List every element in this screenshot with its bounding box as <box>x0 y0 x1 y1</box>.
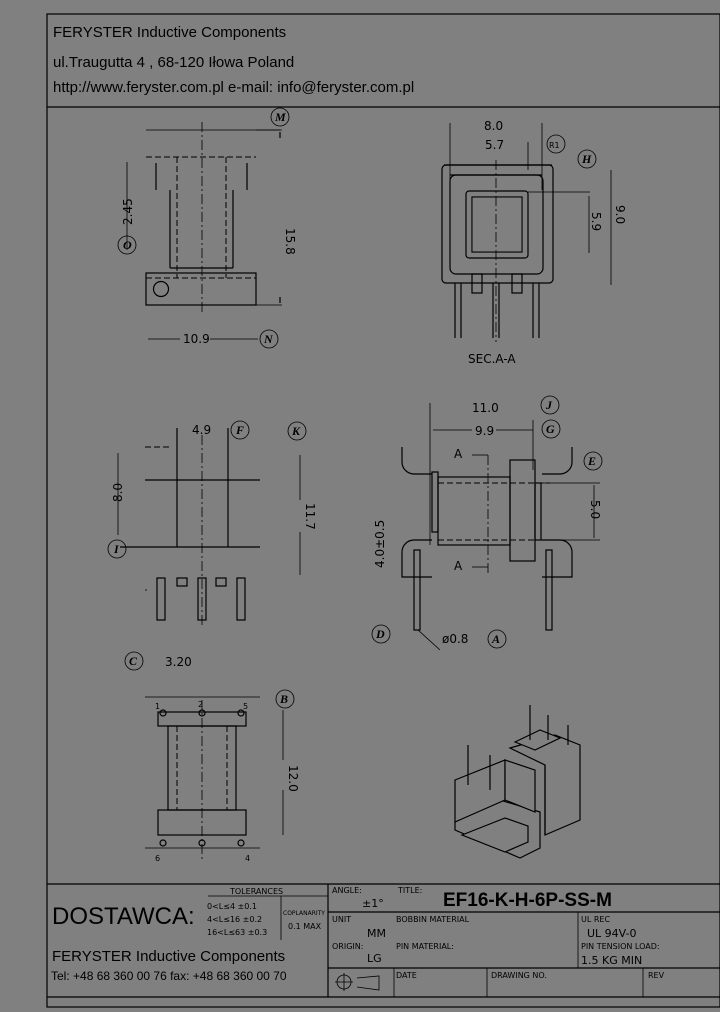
dim-10-9: 10.9 <box>183 332 210 346</box>
header-contact: http://www.feryster.com.pl e-mail: info@… <box>53 79 414 96</box>
coplanarity-value: 0.1 MAX <box>288 922 322 931</box>
pin-label-3: 5 <box>243 702 248 711</box>
header-company: FERYSTER Inductive Components <box>53 24 286 41</box>
callout-k: K <box>291 424 301 438</box>
header-address: ul.Traugutta 4 , 68-120 Iłowa Poland <box>53 54 294 71</box>
drawing-title: EF16-K-H-6P-SS-M <box>443 890 612 911</box>
dim-15-8: 15.8 <box>283 228 297 255</box>
pin-label-1: 1 <box>155 702 160 711</box>
dim-3-20: 3.20 <box>165 655 192 669</box>
title-label: TITLE: <box>397 886 422 895</box>
dim-12-0: 12.0 <box>286 765 300 792</box>
title-block-company: FERYSTER Inductive Components <box>52 948 285 965</box>
section-label: SEC.A-A <box>468 352 516 366</box>
dim-pin-diameter: ø0.8 <box>442 632 468 646</box>
pin-label-4: 4 <box>245 854 250 863</box>
angle-label: ANGLE: <box>332 886 362 895</box>
callout-d: D <box>375 627 385 641</box>
origin-label: ORIGIN: <box>332 942 363 951</box>
callout-j: J <box>545 398 553 412</box>
dim-4-0: 4.0±0.5 <box>373 520 387 568</box>
pin-tension-label: PIN TENSION LOAD: <box>581 942 660 951</box>
callout-i: I <box>113 542 120 556</box>
supplier-label: DOSTAWCA: <box>52 903 195 930</box>
title-block <box>47 883 720 998</box>
callout-g: G <box>546 422 555 436</box>
side-view-right <box>401 403 600 651</box>
isometric-view <box>454 705 581 859</box>
pin-label-6: 6 <box>155 854 160 863</box>
tolerance-1: 0<L≤4 ±0.1 <box>207 902 257 911</box>
drawing-no-label: DRAWING NO. <box>491 971 547 980</box>
dim-top-width: 8.0 <box>484 119 503 133</box>
unit-label: UNIT <box>332 915 351 924</box>
callout-o: O <box>123 238 132 252</box>
callout-h1: R1 <box>549 141 560 150</box>
callout-h: H <box>581 152 592 166</box>
bobbin-material-label: BOBBIN MATERIAL <box>396 915 470 924</box>
dim-9-9: 9.9 <box>475 424 494 438</box>
dim-11-7: 11.7 <box>303 503 317 530</box>
dim-5-0: 5.0 <box>588 500 602 519</box>
coplanarity-label: COPLANARITY <box>283 910 325 917</box>
bottom-view <box>145 696 284 860</box>
sheet-border <box>46 13 720 1008</box>
title-block-phone: Tel: +48 68 360 00 76 fax: +48 68 360 00… <box>51 969 287 983</box>
callout-n: N <box>263 332 274 346</box>
pin-material-label: PIN MATERIAL: <box>396 942 454 951</box>
callout-b: B <box>279 692 288 706</box>
rev-label: REV <box>648 971 665 980</box>
callout-m: M <box>274 110 286 124</box>
dim-8-0: 8.0 <box>111 483 125 502</box>
pin-label-2: 2 <box>198 700 203 709</box>
angle-value: ±1° <box>362 897 384 910</box>
ul-rec-value: UL 94V-0 <box>587 927 637 940</box>
date-label: DATE <box>396 971 417 980</box>
tolerance-2: 4<L≤16 ±0.2 <box>207 915 262 924</box>
dim-11-0: 11.0 <box>472 401 499 415</box>
side-view-top-left <box>126 122 282 340</box>
callout-f: F <box>235 423 244 437</box>
callout-c: C <box>129 654 138 668</box>
dim-2-45: 2.45 <box>121 198 135 225</box>
pin-tension-value: 1.5 KG MIN <box>581 954 642 967</box>
origin-value: LG <box>367 952 382 965</box>
front-view <box>117 428 301 625</box>
dim-9-0: 9.0 <box>613 205 627 224</box>
tolerance-3: 16<L≤63 ±0.3 <box>207 928 267 937</box>
dim-4-9: 4.9 <box>192 423 211 437</box>
tolerances-label: TOLERANCES <box>229 887 283 896</box>
unit-value: MM <box>367 927 386 940</box>
callout-e: E <box>587 454 596 468</box>
section-mark-a-top: A <box>454 447 463 461</box>
section-mark-a-bottom: A <box>454 559 463 573</box>
callout-a: A <box>491 632 500 646</box>
section-view <box>441 123 590 342</box>
ul-rec-label: UL REC <box>581 915 610 924</box>
dim-5-9: 5.9 <box>589 212 603 231</box>
dim-5-7: 5.7 <box>485 138 504 152</box>
